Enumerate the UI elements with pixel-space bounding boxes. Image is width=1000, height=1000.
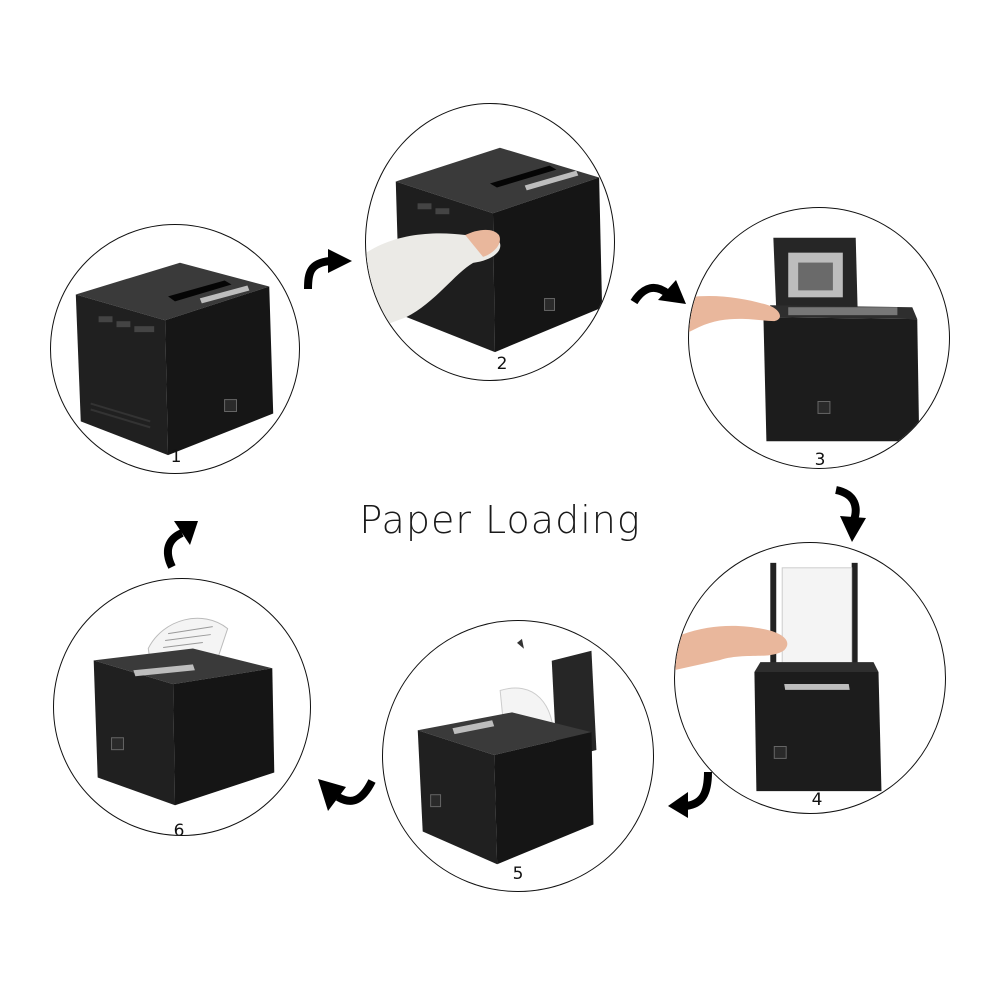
printer-insert-paper-image: [675, 562, 882, 792]
step-2-number: 2: [496, 354, 508, 374]
step-4-number: 4: [811, 790, 823, 810]
arrow-6-to-1-icon: [163, 521, 198, 569]
arrow-2-to-3-icon: [630, 280, 686, 305]
printer-open-button-image: [366, 147, 603, 353]
arrow-1-to-2-icon: [304, 249, 352, 290]
step-5-circle: 5: [382, 620, 654, 892]
step-3-number: 3: [814, 450, 826, 469]
printer-printing-receipt-image: [93, 617, 275, 806]
printer-paper-out-close-lid-image: [417, 638, 597, 865]
arrow-3-to-4-icon: [834, 486, 866, 542]
step-1-circle: 1: [50, 224, 300, 474]
step-2-circle: 2: [365, 103, 615, 381]
step-3-circle: 3: [688, 207, 950, 469]
step-5-number: 5: [512, 864, 524, 884]
printer-lid-open-image: [689, 237, 920, 442]
arrow-4-to-5-icon: [668, 771, 712, 818]
step-6-circle: 6: [53, 578, 311, 836]
printer-closed-image: [75, 262, 274, 456]
step-6-number: 6: [173, 821, 185, 836]
diagram-title: Paper Loading: [359, 498, 641, 542]
step-1-number: 1: [170, 447, 182, 467]
arrow-5-to-6-icon: [318, 779, 376, 811]
step-4-circle: 4: [674, 542, 946, 814]
